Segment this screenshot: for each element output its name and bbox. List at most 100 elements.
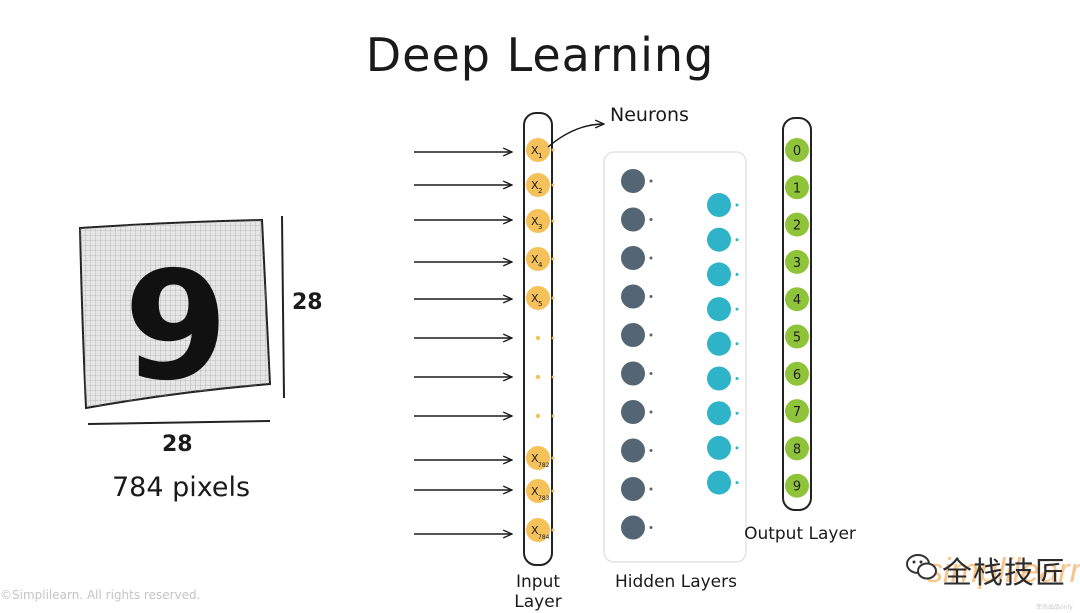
small-watermark: 菲尚出品only — [1036, 604, 1073, 611]
input-neuron-subscript: 4 — [538, 261, 543, 269]
output-neuron-label: 7 — [793, 405, 801, 420]
neurons-arrow — [547, 124, 604, 148]
neuron-output-dot — [649, 410, 653, 414]
ellipsis-dot — [551, 375, 555, 379]
output-neuron: 4 — [785, 287, 809, 312]
neuron-output-dot — [649, 526, 653, 529]
pixel-count-label: 784 pixels — [112, 472, 251, 503]
input-neuron-subscript: 5 — [538, 300, 542, 308]
neuron-output-dot — [735, 411, 739, 415]
output-neuron-label: 3 — [793, 256, 801, 271]
hidden-layer-2-neuron — [707, 297, 731, 322]
wechat-icon — [906, 554, 937, 580]
input-neuron-subscript: 2 — [538, 187, 542, 195]
neuron-output-dot — [649, 372, 653, 375]
hidden-layers-label: Hidden Layers — [615, 572, 737, 592]
hidden-layer-2-neuron — [707, 366, 731, 391]
ellipsis-dot — [535, 335, 541, 341]
output-neuron-label: 4 — [793, 293, 801, 308]
output-neuron-label: 1 — [793, 181, 801, 196]
input-neuron-label: X — [531, 179, 539, 192]
height-label: 28 — [292, 290, 323, 315]
neuron-output-dot — [735, 446, 739, 450]
neuron-output-dot — [649, 449, 653, 452]
input-layer-column — [523, 112, 553, 566]
hidden-layer-2-neuron — [707, 262, 731, 287]
neurons-label: Neurons — [610, 104, 689, 126]
hidden-layer-2-neuron — [707, 470, 731, 495]
neuron-output-dot — [649, 333, 653, 337]
input-neuron-label: X — [531, 144, 539, 157]
hidden-layer-1-neuron — [621, 169, 645, 193]
ellipsis-dot — [535, 413, 541, 419]
output-neuron: 9 — [785, 473, 809, 498]
output-neuron-label: 5 — [793, 331, 801, 346]
output-layer-column — [782, 117, 812, 511]
input-neuron-subscript: 1 — [538, 152, 542, 160]
hidden-layer-1-neuron — [621, 477, 645, 501]
hidden-layer-1-neuron — [621, 207, 645, 232]
output-neuron-label: 6 — [793, 368, 801, 383]
input-neuron-subscript: 783 — [538, 495, 550, 502]
input-neuron-label: X — [531, 215, 539, 228]
neuron-output-dot — [649, 295, 653, 298]
neuron-output-dot — [735, 377, 739, 380]
height-dimension-line — [281, 215, 285, 399]
ellipsis-dot — [535, 374, 541, 380]
input-arrows — [414, 152, 512, 534]
hidden-layer-2-neuron — [707, 401, 731, 426]
hidden-layer-2-neuron — [707, 435, 731, 460]
hidden-layer-1-neuron — [621, 515, 645, 540]
input-neuron-subscript: 3 — [538, 223, 542, 231]
hidden-layer-1-neuron — [621, 284, 645, 309]
input-neuron-subscript: 784 — [538, 534, 550, 541]
output-neuron: 1 — [785, 175, 809, 200]
input-neuron-label: X — [531, 524, 539, 537]
input-neuron-label: X — [531, 253, 539, 266]
page-title: Deep Learning — [365, 28, 715, 82]
ellipsis-dot — [551, 414, 555, 418]
output-layer-label: Output Layer — [744, 524, 856, 544]
neuron-output-dot — [735, 238, 739, 242]
neuron-output-dot — [735, 307, 739, 311]
output-neuron: 3 — [785, 249, 809, 274]
output-neuron-label: 0 — [793, 144, 801, 159]
neuron-output-dot — [735, 342, 739, 346]
input-neuron-label: X — [531, 452, 539, 465]
brand-logo: simplilearn — [926, 552, 1080, 590]
output-neuron-label: 8 — [793, 442, 801, 457]
input-layer-label: Input Layer — [514, 572, 562, 612]
input-neuron-label: X — [531, 292, 539, 305]
ellipsis-dot — [551, 336, 555, 340]
output-neuron: 2 — [785, 212, 809, 237]
hidden-layer-2-neuron — [707, 331, 731, 356]
copyright-text: ©Simplilearn. All rights reserved. — [0, 588, 201, 602]
hidden-layers-box — [603, 151, 747, 563]
output-neuron: 8 — [785, 436, 809, 461]
output-neuron: 7 — [785, 399, 809, 424]
digit-image: 9 — [78, 218, 272, 414]
neuron-output-dot — [649, 487, 653, 491]
output-neuron: 5 — [785, 324, 809, 349]
width-dimension-line — [87, 420, 271, 425]
hidden-layer-1-neuron — [621, 361, 645, 386]
output-neuron: 0 — [785, 138, 809, 162]
neuron-output-dot — [735, 481, 739, 485]
hidden-layer-1-neuron — [621, 400, 645, 424]
hidden-layer-2-neuron — [707, 227, 731, 252]
neuron-output-dot — [649, 179, 653, 183]
hidden-layer-1-neuron — [621, 438, 645, 463]
output-neuron-label: 9 — [793, 480, 801, 495]
input-neuron-label: X — [531, 485, 539, 498]
output-neuron: 6 — [785, 361, 809, 386]
neuron-output-dot — [735, 272, 739, 276]
